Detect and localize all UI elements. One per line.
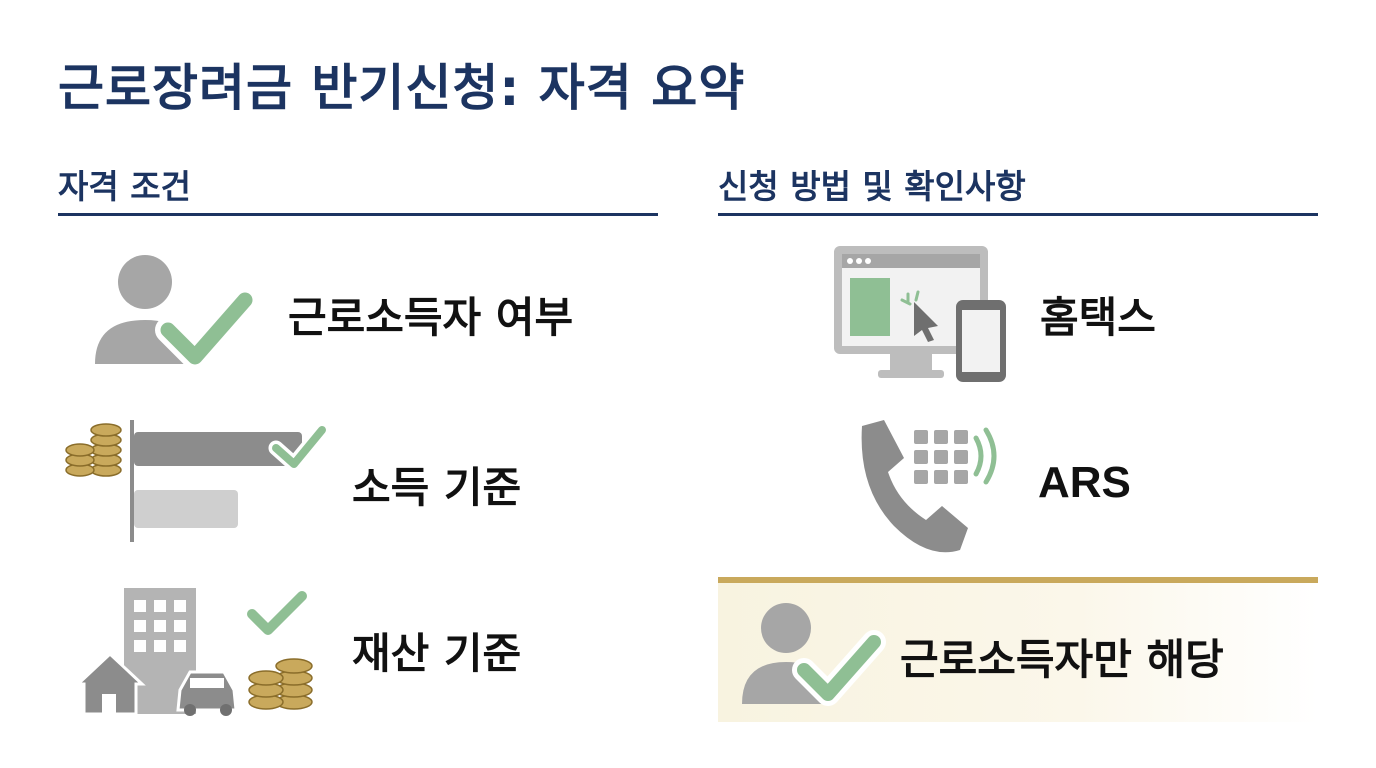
left-item-income: 소득 기준 — [352, 463, 522, 512]
right-section-divider — [718, 213, 1318, 216]
left-item-employment: 근로소득자 여부 — [288, 293, 574, 342]
income-bar-check-icon — [65, 420, 330, 542]
left-section-heading: 자격 조건 — [58, 167, 191, 206]
note-text: 근로소득자만 해당 — [900, 635, 1224, 684]
property-check-icon — [76, 588, 313, 716]
person-check-icon — [95, 255, 258, 370]
right-item-hometax: 홈택스 — [1040, 293, 1156, 342]
person-check-icon — [742, 603, 886, 706]
left-section-divider — [58, 213, 658, 216]
phone-keypad-icon — [861, 420, 997, 553]
left-item-property: 재산 기준 — [352, 629, 522, 678]
computer-phone-icon — [834, 246, 1006, 382]
page-title: 근로장려금 반기신청: 자격 요약 — [58, 59, 746, 117]
right-item-ars: ARS — [1038, 458, 1131, 507]
right-section-heading: 신청 방법 및 확인사항 — [718, 167, 1026, 206]
